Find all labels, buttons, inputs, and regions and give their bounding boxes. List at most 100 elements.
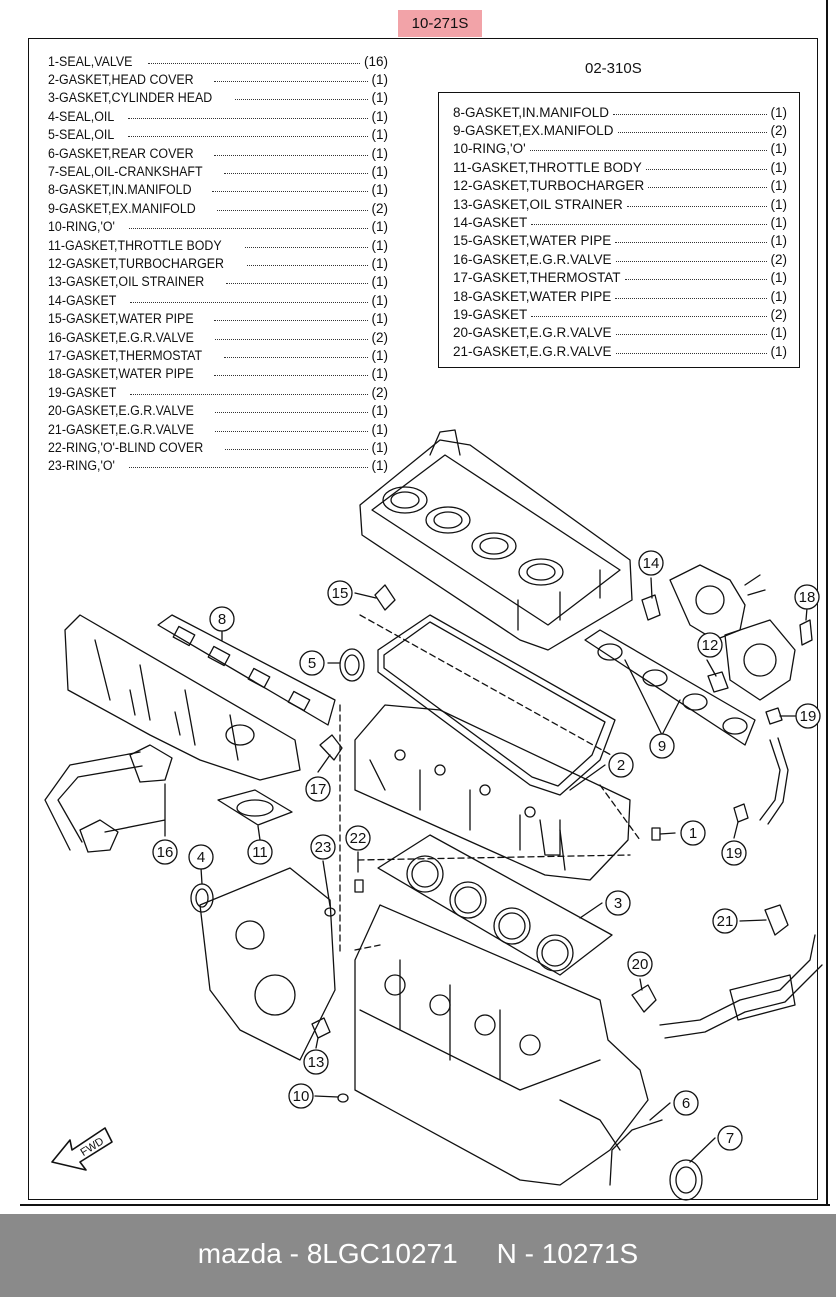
part-row: 11-GASKET,THROTTLE BODY (1) (48, 236, 388, 254)
oil-strainer-gasket-13-illustration (311, 1017, 331, 1039)
part-label: 11-GASKET,THROTTLE BODY (48, 237, 226, 253)
dot-leader (214, 320, 368, 322)
callout-number: 22 (350, 830, 367, 847)
part-label: 13-GASKET,OIL STRAINER (48, 274, 208, 290)
egr-flange-lower (79, 819, 119, 853)
part-row: 6-GASKET,REAR COVER(1) (48, 144, 388, 162)
part-quantity: (1) (371, 127, 388, 143)
part-label: 19-GASKET (48, 384, 121, 400)
dot-leader (214, 81, 368, 83)
part-quantity: (1) (770, 325, 788, 341)
part-quantity: (1) (371, 237, 388, 253)
dot-leader (613, 113, 767, 115)
callout-number: 4 (197, 849, 205, 866)
dot-leader (617, 132, 767, 134)
dot-leader (645, 168, 767, 170)
subset-code: 02-310S (585, 60, 642, 77)
water-pipe-right-illustration (759, 737, 789, 825)
part-quantity: (1) (371, 366, 388, 382)
callout-number: 10 (293, 1088, 310, 1105)
callout-number: 23 (315, 839, 332, 856)
part-row: 1-SEAL,VALVE(16) (48, 52, 388, 70)
dot-leader (234, 99, 368, 101)
head-cover-gasket-illustration (377, 614, 616, 796)
callout-number: 3 (614, 895, 622, 912)
leader-lines (104, 577, 808, 1163)
part-quantity: (2) (770, 251, 788, 267)
part-row: 2-GASKET,HEAD COVER(1) (48, 70, 388, 88)
callout-number: 21 (717, 913, 734, 930)
callout-number: 18 (799, 589, 816, 606)
part-label: 5-SEAL,OIL (48, 127, 118, 143)
part-label: 8-GASKET,IN.MANIFOLD (453, 104, 610, 120)
callout-number: 7 (726, 1130, 734, 1147)
callout-number: 5 (308, 655, 316, 672)
callout-number: 9 (658, 738, 666, 755)
part-row: 21-GASKET,E.G.R.VALVE(1) (453, 342, 787, 360)
callout-number: 1 (689, 825, 697, 842)
part-label: 21-GASKET,E.G.R.VALVE (453, 343, 612, 359)
part-label: 14-GASKET (48, 292, 121, 308)
part-quantity: (1) (371, 164, 388, 180)
part-quantity: (16) (363, 53, 388, 69)
dot-leader (214, 412, 368, 414)
dot-leader (212, 191, 368, 193)
egr-flange-upper (129, 744, 173, 783)
part-quantity: (1) (770, 141, 788, 157)
bottom-rule (20, 1204, 830, 1206)
dot-leader (223, 356, 368, 358)
part-label: 16-GASKET,E.G.R.VALVE (453, 251, 612, 267)
gasket-19a-illustration (765, 707, 783, 725)
diagram-frame (28, 38, 818, 1200)
part-quantity: (1) (371, 292, 388, 308)
dot-leader (214, 154, 368, 156)
callout-circle (712, 908, 738, 934)
dot-leader (130, 393, 368, 395)
cylinder-head-illustration (354, 704, 631, 881)
part-quantity: (1) (371, 347, 388, 363)
dot-leader (247, 264, 368, 266)
part-quantity: (1) (770, 104, 788, 120)
part-label: 15-GASKET,WATER PIPE (453, 233, 612, 249)
part-label: 3-GASKET,CYLINDER HEAD (48, 90, 216, 106)
page-edge-line (826, 0, 828, 1206)
part-row: 9-GASKET,EX.MANIFOLD(2) (453, 121, 787, 139)
part-row: 14-GASKET(1) (453, 213, 787, 231)
part-label: 11-GASKET,THROTTLE BODY (453, 159, 642, 175)
dot-leader (128, 136, 368, 138)
part-quantity: (1) (371, 90, 388, 106)
part-quantity: (2) (371, 329, 388, 345)
part-row: 22-RING,'O'-BLIND COVER(1) (48, 438, 388, 456)
part-quantity: (1) (371, 182, 388, 198)
throttle-body-gasket-illustration (217, 789, 293, 826)
dot-leader (529, 150, 767, 152)
callout-number: 19 (800, 708, 817, 725)
part-label: 12-GASKET,TURBOCHARGER (48, 255, 228, 271)
part-label: 20-GASKET,E.G.R.VALVE (48, 403, 198, 419)
turbo-gasket-12-illustration (707, 671, 729, 693)
cylinder-block-illustration (354, 904, 649, 1186)
part-row: 17-GASKET,THERMOSTAT (1) (48, 346, 388, 364)
callout-number: 2 (617, 757, 625, 774)
part-label: 10-RING,'O' (453, 141, 526, 157)
callout-number: 17 (310, 781, 327, 798)
dot-leader (615, 334, 767, 336)
thermostat-gasket-illustration (319, 734, 343, 761)
callout-circle (345, 825, 371, 851)
callout-circle (794, 584, 820, 610)
callout-number: 14 (643, 555, 660, 572)
callout-circle (605, 890, 631, 916)
part-row: 3-GASKET,CYLINDER HEAD (1) (48, 89, 388, 107)
dot-leader (615, 242, 767, 244)
part-row: 21-GASKET,E.G.R.VALVE(1) (48, 420, 388, 438)
callout-circle (627, 951, 653, 977)
callout-circle (247, 839, 273, 865)
part-row: 20-GASKET,E.G.R.VALVE(1) (48, 401, 388, 419)
rear-cover-gasket-illustration (609, 1119, 663, 1186)
part-row: 13-GASKET,OIL STRAINER(1) (453, 195, 787, 213)
part-label: 9-GASKET,EX.MANIFOLD (453, 123, 614, 139)
callout-circle (649, 733, 675, 759)
callout-circle (795, 703, 821, 729)
part-label: 17-GASKET,THERMOSTAT (48, 347, 206, 363)
part-quantity: (1) (371, 421, 388, 437)
